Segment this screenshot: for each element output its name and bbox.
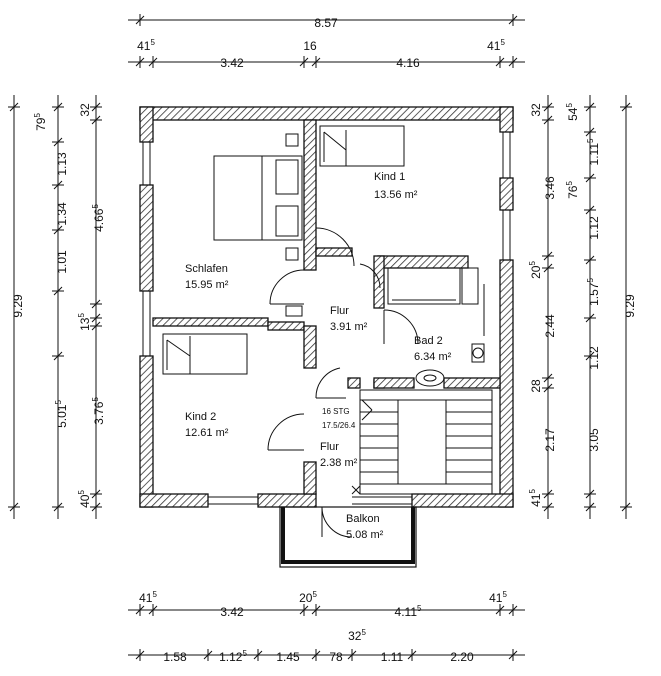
room-name-flur-upper: Flur: [330, 305, 349, 317]
wall-schlafen-kind2-right: [267, 321, 305, 331]
outer-wall-right-low: [499, 259, 514, 508]
dim-bottom-opening: 1.125: [219, 649, 247, 664]
dimension-right: 9.29 32 3.46 205 2.44 28 2.17 415 545 1.…: [528, 103, 637, 507]
room-area-flur-lower: 2.38 m²: [320, 457, 358, 469]
toilet: [471, 343, 485, 363]
dim-right-wall: 3.46: [543, 176, 557, 200]
room-name-schlafen: Schlafen: [185, 263, 228, 275]
dim-right-wall: 2.17: [543, 428, 557, 452]
room-name-flur-lower: Flur: [320, 441, 339, 453]
outer-wall-left-mid: [139, 184, 154, 292]
room-area-kind1: 13.56 m²: [374, 189, 418, 201]
outer-wall-bottom-right: [411, 493, 514, 508]
dim-bottom-opening: 1.58: [163, 650, 187, 664]
dim-right-wall: 205: [528, 261, 543, 279]
wall-kind2-flur-low: [303, 461, 317, 495]
dim-top-part: 415: [137, 38, 155, 53]
wall-kind2-flur: [303, 325, 317, 369]
stair-step-size: 17.5/26.4: [322, 421, 356, 430]
dimension-lines: [8, 14, 632, 661]
dim-right-opening: 1.575: [586, 278, 601, 306]
dim-right-wall: 28: [529, 379, 543, 393]
dim-bottom-wall: 205: [299, 590, 317, 605]
dim-left-opening: 795: [33, 113, 48, 131]
dim-bottom-opening: 1.11: [381, 650, 404, 664]
dimension-top: 8.57 415 3.42 16 4.16 415: [137, 16, 505, 70]
dim-left-opening: 1.13: [55, 152, 69, 176]
wall-bad-bottom-right: [443, 377, 501, 389]
dim-bottom-wall: 415: [139, 590, 157, 605]
room-area-bad2: 6.34 m²: [414, 351, 452, 363]
wash-basin: [415, 369, 445, 387]
outer-wall-right-upper: [499, 106, 514, 133]
double-bed: [213, 155, 303, 241]
staircase: [359, 389, 493, 495]
dim-right-opening: 1.12: [587, 216, 601, 240]
dim-right-opening: 3.05: [587, 428, 601, 452]
dim-bottom-opening: 1.45: [276, 650, 300, 664]
dim-left-wall: 32: [78, 103, 92, 117]
dim-bottom-wall: 3.42: [220, 605, 244, 619]
outer-wall-left-upper: [139, 106, 154, 143]
room-name-kind1: Kind 1: [374, 171, 405, 183]
dim-left-wall: 3.765: [91, 397, 106, 425]
dim-top-part: 415: [487, 38, 505, 53]
furniture: [162, 125, 485, 387]
room-labels: Schlafen 15.95 m² Kind 1 13.56 m² Flur 3…: [185, 171, 452, 541]
wall-kind1-bad: [377, 255, 469, 269]
dim-left-overall: 9.29: [11, 294, 25, 318]
dim-right-opening: 765: [565, 181, 580, 199]
dimension-left: 9.29 795 1.13 1.34 1.01 5.015 32 4.665 1…: [11, 103, 106, 508]
outer-wall-bottom-mid: [257, 493, 317, 508]
dim-left-wall: 135: [77, 313, 92, 331]
dim-top-part: 4.16: [396, 56, 420, 70]
dim-left-opening: 1.01: [55, 250, 69, 274]
dim-left-opening: 5.015: [54, 400, 69, 428]
dim-right-wall: 32: [529, 103, 543, 117]
doors: [267, 227, 419, 538]
dim-right-wall: 2.44: [543, 314, 557, 338]
dim-right-opening: 1.115: [586, 138, 601, 165]
dim-top-overall: 8.57: [314, 16, 338, 30]
room-area-flur-upper: 3.91 m²: [330, 321, 368, 333]
wall-stair-left: [347, 377, 361, 389]
dim-bottom-opening: 2.20: [450, 650, 474, 664]
windows: [142, 132, 511, 505]
bathtub: [387, 267, 461, 305]
dim-right-overall: 9.29: [623, 294, 637, 318]
outer-wall-top: [139, 106, 514, 121]
wall-schlafen-kind1: [303, 119, 317, 271]
dim-right-wall: 415: [528, 489, 543, 507]
outer-wall-bottom-left: [139, 493, 209, 508]
room-area-kind2: 12.61 m²: [185, 427, 229, 439]
dim-left-wall: 405: [77, 490, 92, 508]
bed-kind1: [319, 125, 405, 167]
dim-right-opening: 1.12: [587, 346, 601, 370]
room-name-balkon: Balkon: [346, 513, 380, 525]
dim-left-wall: 4.665: [91, 204, 106, 232]
wall-bad-bottom: [373, 377, 415, 389]
room-area-balkon: 5.08 m²: [346, 529, 384, 541]
bed-kind2: [162, 333, 248, 375]
outer-wall-left-low: [139, 355, 154, 508]
dim-right-opening: 545: [565, 103, 580, 121]
wall-kind1-flur: [315, 247, 353, 257]
wall-schlafen-kind2-left: [152, 317, 269, 327]
dim-bottom-wall: 4.115: [395, 604, 422, 619]
room-area-schlafen: 15.95 m²: [185, 279, 229, 291]
dim-top-part: 3.42: [220, 56, 244, 70]
stair-step-count: 16 STG: [322, 407, 350, 416]
room-name-kind2: Kind 2: [185, 411, 216, 423]
outer-wall-right-mid: [499, 177, 514, 211]
room-name-bad2: Bad 2: [414, 335, 443, 347]
dim-left-opening: 1.34: [55, 202, 69, 226]
dim-bottom-wall: 415: [489, 590, 507, 605]
dim-bottom-extra: 325: [348, 628, 366, 643]
balcony: [279, 506, 417, 568]
dim-top-part: 16: [303, 39, 317, 53]
dim-bottom-opening: 78: [329, 650, 343, 664]
dimension-bottom: 415 3.42 205 4.115 415 325 1.58 1.125 1.…: [139, 590, 507, 664]
